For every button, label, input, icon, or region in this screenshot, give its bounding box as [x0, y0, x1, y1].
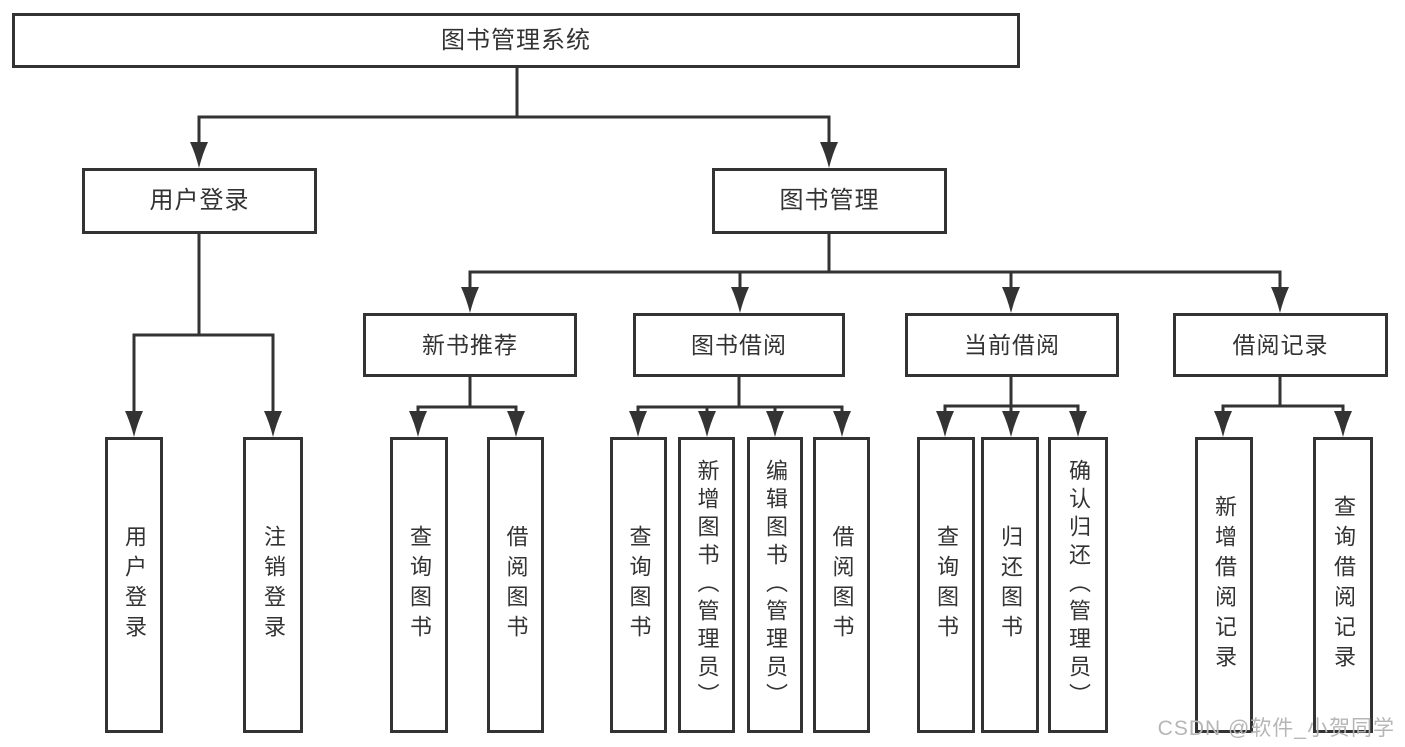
csdn-watermark: CSDN @软件_小贺同学 [1157, 717, 1395, 740]
leaf-borrow-books-borrowing: 借阅图书 [813, 437, 870, 733]
node-new-book-recommendation: 新书推荐 [363, 313, 577, 377]
leaf-query-borrow-record: 查询借阅记录 [1313, 437, 1373, 733]
node-borrowing-records: 借阅记录 [1173, 313, 1388, 377]
leaf-borrow-books-new-book: 借阅图书 [487, 437, 544, 733]
leaf-edit-books-admin: 编辑图书（管理员） [747, 437, 803, 733]
leaf-logout: 注销登录 [243, 437, 303, 733]
leaf-return-books: 归还图书 [981, 437, 1039, 733]
node-book-borrowing: 图书借阅 [633, 313, 845, 377]
leaf-add-books-admin: 新增图书（管理员） [678, 437, 735, 733]
leaf-user-login: 用户登录 [105, 437, 163, 733]
leaf-query-books-new-book: 查询图书 [390, 437, 448, 733]
leaf-query-books-current: 查询图书 [917, 437, 975, 733]
leaf-query-books-borrowing: 查询图书 [610, 437, 667, 733]
node-library-management-system: 图书管理系统 [12, 13, 1020, 68]
node-current-borrowing: 当前借阅 [905, 313, 1119, 377]
leaf-confirm-return-admin: 确认归还（管理员） [1048, 437, 1108, 733]
node-user-login-branch: 用户登录 [82, 168, 317, 234]
node-book-management-branch: 图书管理 [712, 168, 947, 234]
leaf-add-borrow-record: 新增借阅记录 [1195, 437, 1253, 733]
